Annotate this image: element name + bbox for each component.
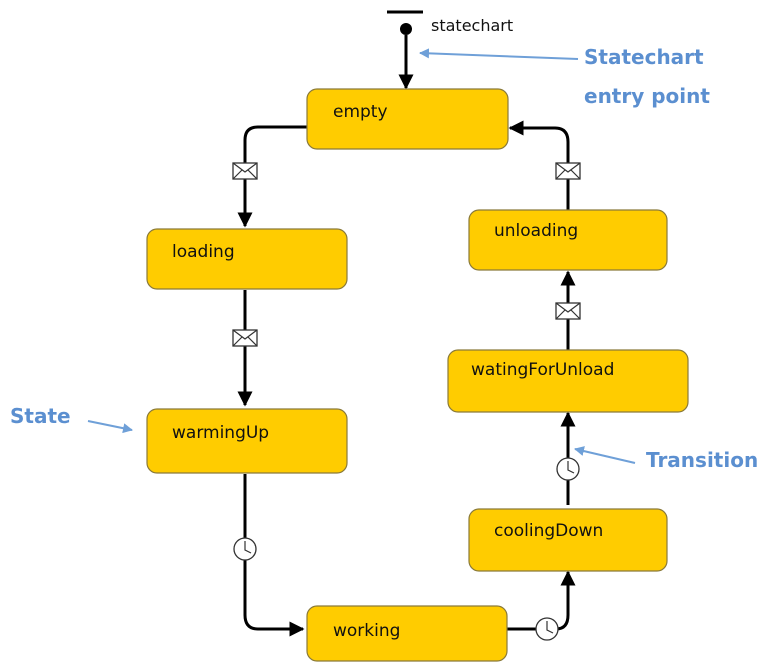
envelope-icon xyxy=(232,329,258,347)
clock-icon xyxy=(233,537,257,561)
state-label: watingForUnload xyxy=(471,360,614,380)
annotation-entry-point: Statechart entry point xyxy=(419,45,710,108)
transition-unloading-to-empty[interactable] xyxy=(508,120,570,210)
state-label: warmingUp xyxy=(172,423,269,443)
transition-warmingup-to-working[interactable] xyxy=(243,474,305,637)
clock-icon xyxy=(556,457,580,481)
state-unloading[interactable]: unloading xyxy=(468,209,668,271)
entry-label: statechart xyxy=(431,16,513,35)
state-label: empty xyxy=(333,102,388,122)
entry-point[interactable] xyxy=(387,10,423,90)
state-empty[interactable]: empty xyxy=(306,88,509,150)
annotation-transition: Transition xyxy=(574,446,758,472)
transition-working-to-coolingdown[interactable] xyxy=(507,570,576,631)
transition-empty-to-loading[interactable] xyxy=(237,125,307,228)
state-label: coolingDown xyxy=(494,521,603,541)
clock-icon xyxy=(535,617,559,641)
annotation-state: State xyxy=(10,404,133,434)
state-coolingdown[interactable]: coolingDown xyxy=(468,508,668,572)
envelope-icon xyxy=(232,162,258,180)
state-working[interactable]: working xyxy=(306,605,508,662)
envelope-icon xyxy=(555,302,581,320)
state-label: unloading xyxy=(494,221,578,241)
state-loading[interactable]: loading xyxy=(146,228,348,290)
state-warmingup[interactable]: warmingUp xyxy=(146,408,348,474)
annotation-state-label: State xyxy=(10,404,71,428)
state-label: working xyxy=(333,621,400,641)
annotation-transition-label: Transition xyxy=(646,448,758,472)
envelope-icon xyxy=(555,162,581,180)
annotation-entry-line1: Statechart xyxy=(584,45,704,69)
annotation-entry-line2: entry point xyxy=(584,84,710,108)
state-label: loading xyxy=(172,242,235,262)
state-waitingforunload[interactable]: watingForUnload xyxy=(447,349,689,413)
